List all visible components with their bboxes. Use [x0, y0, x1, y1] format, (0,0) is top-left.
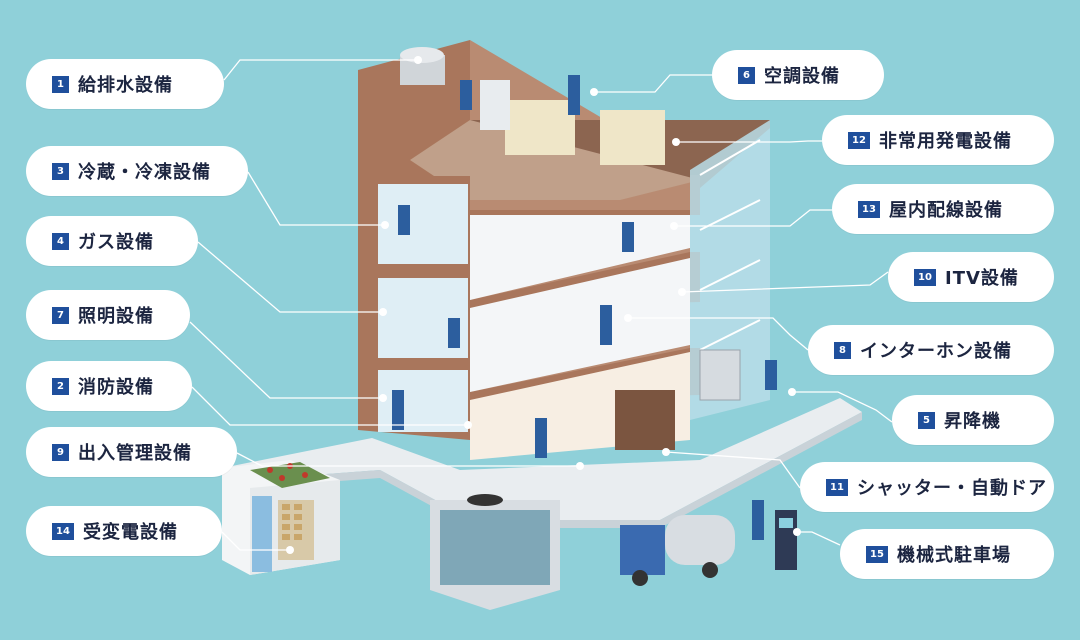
- badge-number: 3: [52, 162, 69, 180]
- label-fire-protection: 2 消防設備: [26, 361, 192, 411]
- badge-number: 5: [918, 411, 935, 429]
- label-text: 照明設備: [78, 306, 154, 327]
- label-shutter-auto-door: 11 シャッター・自動ドア: [800, 462, 1054, 512]
- leader-lines: [189, 59, 893, 551]
- badge-number: 15: [866, 545, 888, 563]
- label-text: ITV設備: [945, 268, 1019, 289]
- leader-dots: [286, 56, 801, 554]
- label-intercom: 8 インターホン設備: [808, 325, 1054, 375]
- workers: [392, 75, 777, 540]
- badge-number: 7: [52, 306, 69, 324]
- label-substation: 14 受変電設備: [26, 506, 222, 556]
- label-emergency-generator: 12 非常用発電設備: [822, 115, 1054, 165]
- tank-truck: [620, 515, 735, 586]
- badge-number: 14: [52, 522, 74, 540]
- badge-number: 10: [914, 268, 936, 286]
- label-text: 機械式駐車場: [897, 545, 1011, 566]
- badge-number: 12: [848, 131, 870, 149]
- parking-kiosk: [775, 510, 797, 570]
- elevator-tower: [690, 120, 770, 420]
- label-elevator: 5 昇降機: [892, 395, 1054, 445]
- badge-number: 6: [738, 66, 755, 84]
- label-lighting: 7 照明設備: [26, 290, 190, 340]
- label-text: インターホン設備: [860, 341, 1012, 362]
- main-building: [358, 40, 770, 460]
- substation-annex: [222, 460, 340, 575]
- label-text: ガス設備: [78, 232, 154, 253]
- underground-tank: [430, 494, 560, 610]
- label-text: 給排水設備: [78, 75, 173, 96]
- label-text: 受変電設備: [83, 522, 178, 543]
- ground-slab: [222, 398, 862, 520]
- badge-number: 1: [52, 75, 69, 93]
- label-text: 出入管理設備: [78, 443, 192, 464]
- badge-number: 13: [858, 200, 880, 218]
- badge-number: 8: [834, 341, 851, 359]
- ground-slab-edge: [245, 412, 862, 528]
- label-air-conditioning: 6 空調設備: [712, 50, 884, 100]
- label-text: 冷蔵・冷凍設備: [78, 162, 211, 183]
- label-text: 屋内配線設備: [889, 200, 1003, 221]
- label-water-supply: 1 給排水設備: [26, 59, 224, 109]
- label-text: 空調設備: [764, 66, 840, 87]
- label-itv: 10 ITV設備: [888, 252, 1054, 302]
- label-refrigeration: 3 冷蔵・冷凍設備: [26, 146, 248, 196]
- label-text: 非常用発電設備: [879, 131, 1012, 152]
- badge-number: 9: [52, 443, 69, 461]
- badge-number: 2: [52, 377, 69, 395]
- label-text: シャッター・自動ドア: [857, 478, 1047, 499]
- label-text: 消防設備: [78, 377, 154, 398]
- label-mechanical-parking: 15 機械式駐車場: [840, 529, 1054, 579]
- badge-number: 4: [52, 232, 69, 250]
- label-gas: 4 ガス設備: [26, 216, 198, 266]
- label-indoor-wiring: 13 屋内配線設備: [832, 184, 1054, 234]
- label-text: 昇降機: [944, 411, 1001, 432]
- badge-number: 11: [826, 478, 848, 496]
- label-access-control: 9 出入管理設備: [26, 427, 237, 477]
